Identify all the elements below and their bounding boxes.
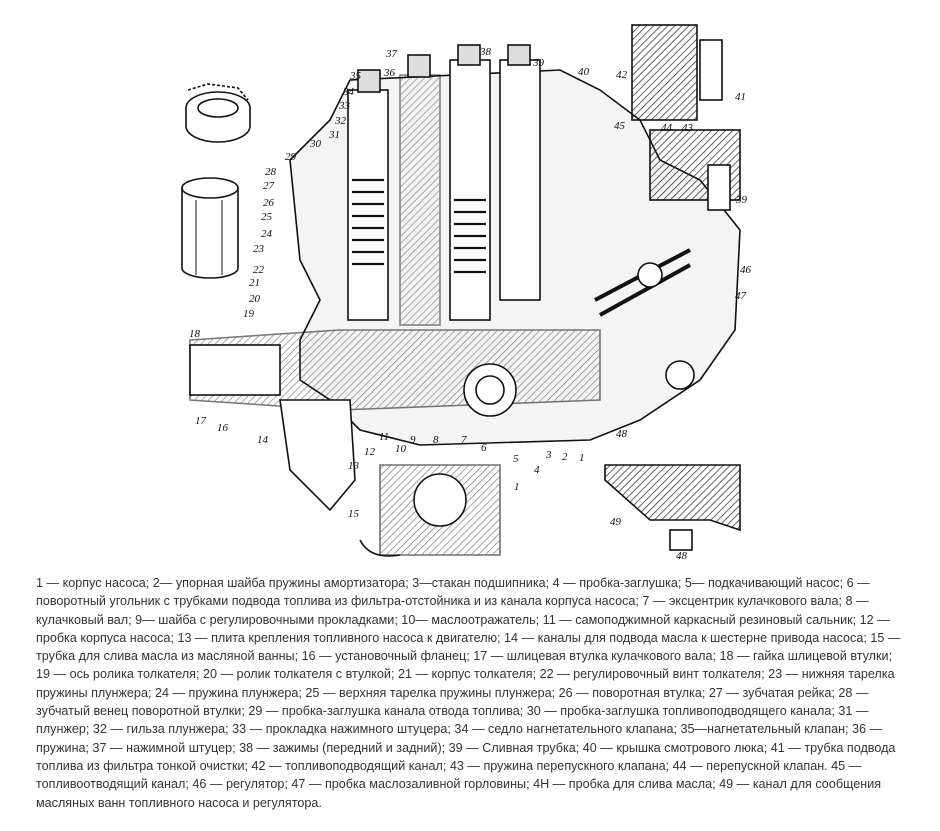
callout-45: 45 xyxy=(614,120,626,132)
caption-line: плунжер; 32 — гильза плунжера; 33 — прок… xyxy=(36,722,883,737)
callout-38: 38 xyxy=(479,46,492,58)
callout-4: 4 xyxy=(534,464,540,476)
caption-line: масляных ванн топливного насоса и регуля… xyxy=(36,795,322,810)
callout-48: 48 xyxy=(676,550,688,562)
callout-43: 43 xyxy=(682,122,694,134)
caption-line: кулачковый вал; 9— шайба с регулировочны… xyxy=(36,612,890,627)
callout-15: 15 xyxy=(348,508,360,520)
callout-labels: 3736383940353433323130292827262524232221… xyxy=(189,46,752,562)
callout-40: 40 xyxy=(578,66,590,78)
callout-1: 1 xyxy=(579,452,585,464)
caption-line: 19 — ось ролика толкателя; 20 — ролик то… xyxy=(36,667,895,682)
callout-22: 22 xyxy=(253,264,265,276)
callout-11: 11 xyxy=(379,431,389,443)
callout-26: 26 xyxy=(263,197,275,209)
caption-line: 1 — корпус насоса; 2— упорная шайба пруж… xyxy=(36,576,870,590)
caption-line: поворотный угольник с трубками подвода т… xyxy=(36,594,869,609)
callout-35: 35 xyxy=(349,70,362,82)
callout-24: 24 xyxy=(261,228,273,240)
callout-32: 32 xyxy=(334,115,347,127)
callout-44: 44 xyxy=(661,122,673,134)
callout-31: 31 xyxy=(328,129,340,141)
callout-39: 39 xyxy=(532,57,545,69)
callout-10: 10 xyxy=(395,443,407,455)
callout-21: 21 xyxy=(249,277,260,289)
caption-line: топливоотводящий канал; 46 — регулятор; … xyxy=(36,777,882,792)
callout-30: 30 xyxy=(309,138,322,150)
callout-47: 47 xyxy=(735,290,747,302)
callout-16: 16 xyxy=(217,422,229,434)
callout-13: 13 xyxy=(348,460,360,472)
callout-42: 42 xyxy=(616,69,628,81)
pump-diagram: 3736383940353433323130292827262524232221… xyxy=(181,24,752,562)
caption-line: зубчатый венец поворотной втулки; 29 — п… xyxy=(36,704,869,719)
callout-23: 23 xyxy=(253,243,265,255)
caption-line: пробка корпуса насоса; 13 — плита крепле… xyxy=(36,630,901,645)
callout-27: 27 xyxy=(263,180,275,192)
callout-49: 49 xyxy=(610,516,622,528)
callout-29: 29 xyxy=(285,151,297,163)
callout-19: 19 xyxy=(243,308,255,320)
callout-12: 12 xyxy=(364,446,376,458)
caption-line: пружины плунжера; 24 — пружина плунжера;… xyxy=(36,685,869,700)
callout-7: 7 xyxy=(461,434,467,446)
callout-37: 37 xyxy=(385,48,398,60)
callout-14: 14 xyxy=(257,434,269,446)
callout-28: 28 xyxy=(265,166,277,178)
callout-33: 33 xyxy=(338,100,351,112)
plunger-towers xyxy=(347,44,541,326)
caption-line: пружина; 37 — нажимной штуцер; 38 — зажи… xyxy=(36,740,896,755)
callout-3: 3 xyxy=(545,449,552,461)
callout-34: 34 xyxy=(342,86,355,98)
caption-line: трубка для слива масла из масляной ванны… xyxy=(36,649,893,664)
pump-drawing xyxy=(181,24,741,557)
callout-20: 20 xyxy=(249,293,261,305)
mount-plate xyxy=(279,399,356,512)
figure-caption: 1 — корпус насоса; 2— упорная шайба пруж… xyxy=(36,574,916,812)
spline-sleeve-part xyxy=(181,177,239,279)
bottom-inset xyxy=(359,464,501,557)
callout-25: 25 xyxy=(261,211,273,223)
callout-18: 18 xyxy=(189,328,201,340)
callout-39: 39 xyxy=(735,194,748,206)
callout-1: 1 xyxy=(514,481,520,493)
caption-line: топлива из фильтра тонкой очистки; 42 — … xyxy=(36,758,862,773)
inset-valve xyxy=(631,24,741,211)
callout-5: 5 xyxy=(513,453,519,465)
callout-8: 8 xyxy=(433,434,439,446)
callout-17: 17 xyxy=(195,415,207,427)
callout-2: 2 xyxy=(562,451,568,463)
gear-ring-part xyxy=(185,83,251,143)
callout-9: 9 xyxy=(410,434,416,446)
right-bottom-inset xyxy=(604,464,741,551)
callout-36: 36 xyxy=(383,67,396,79)
callout-41: 41 xyxy=(735,91,746,103)
callout-6: 6 xyxy=(481,442,487,454)
callout-46: 46 xyxy=(740,264,752,276)
callout-48: 48 xyxy=(616,428,628,440)
